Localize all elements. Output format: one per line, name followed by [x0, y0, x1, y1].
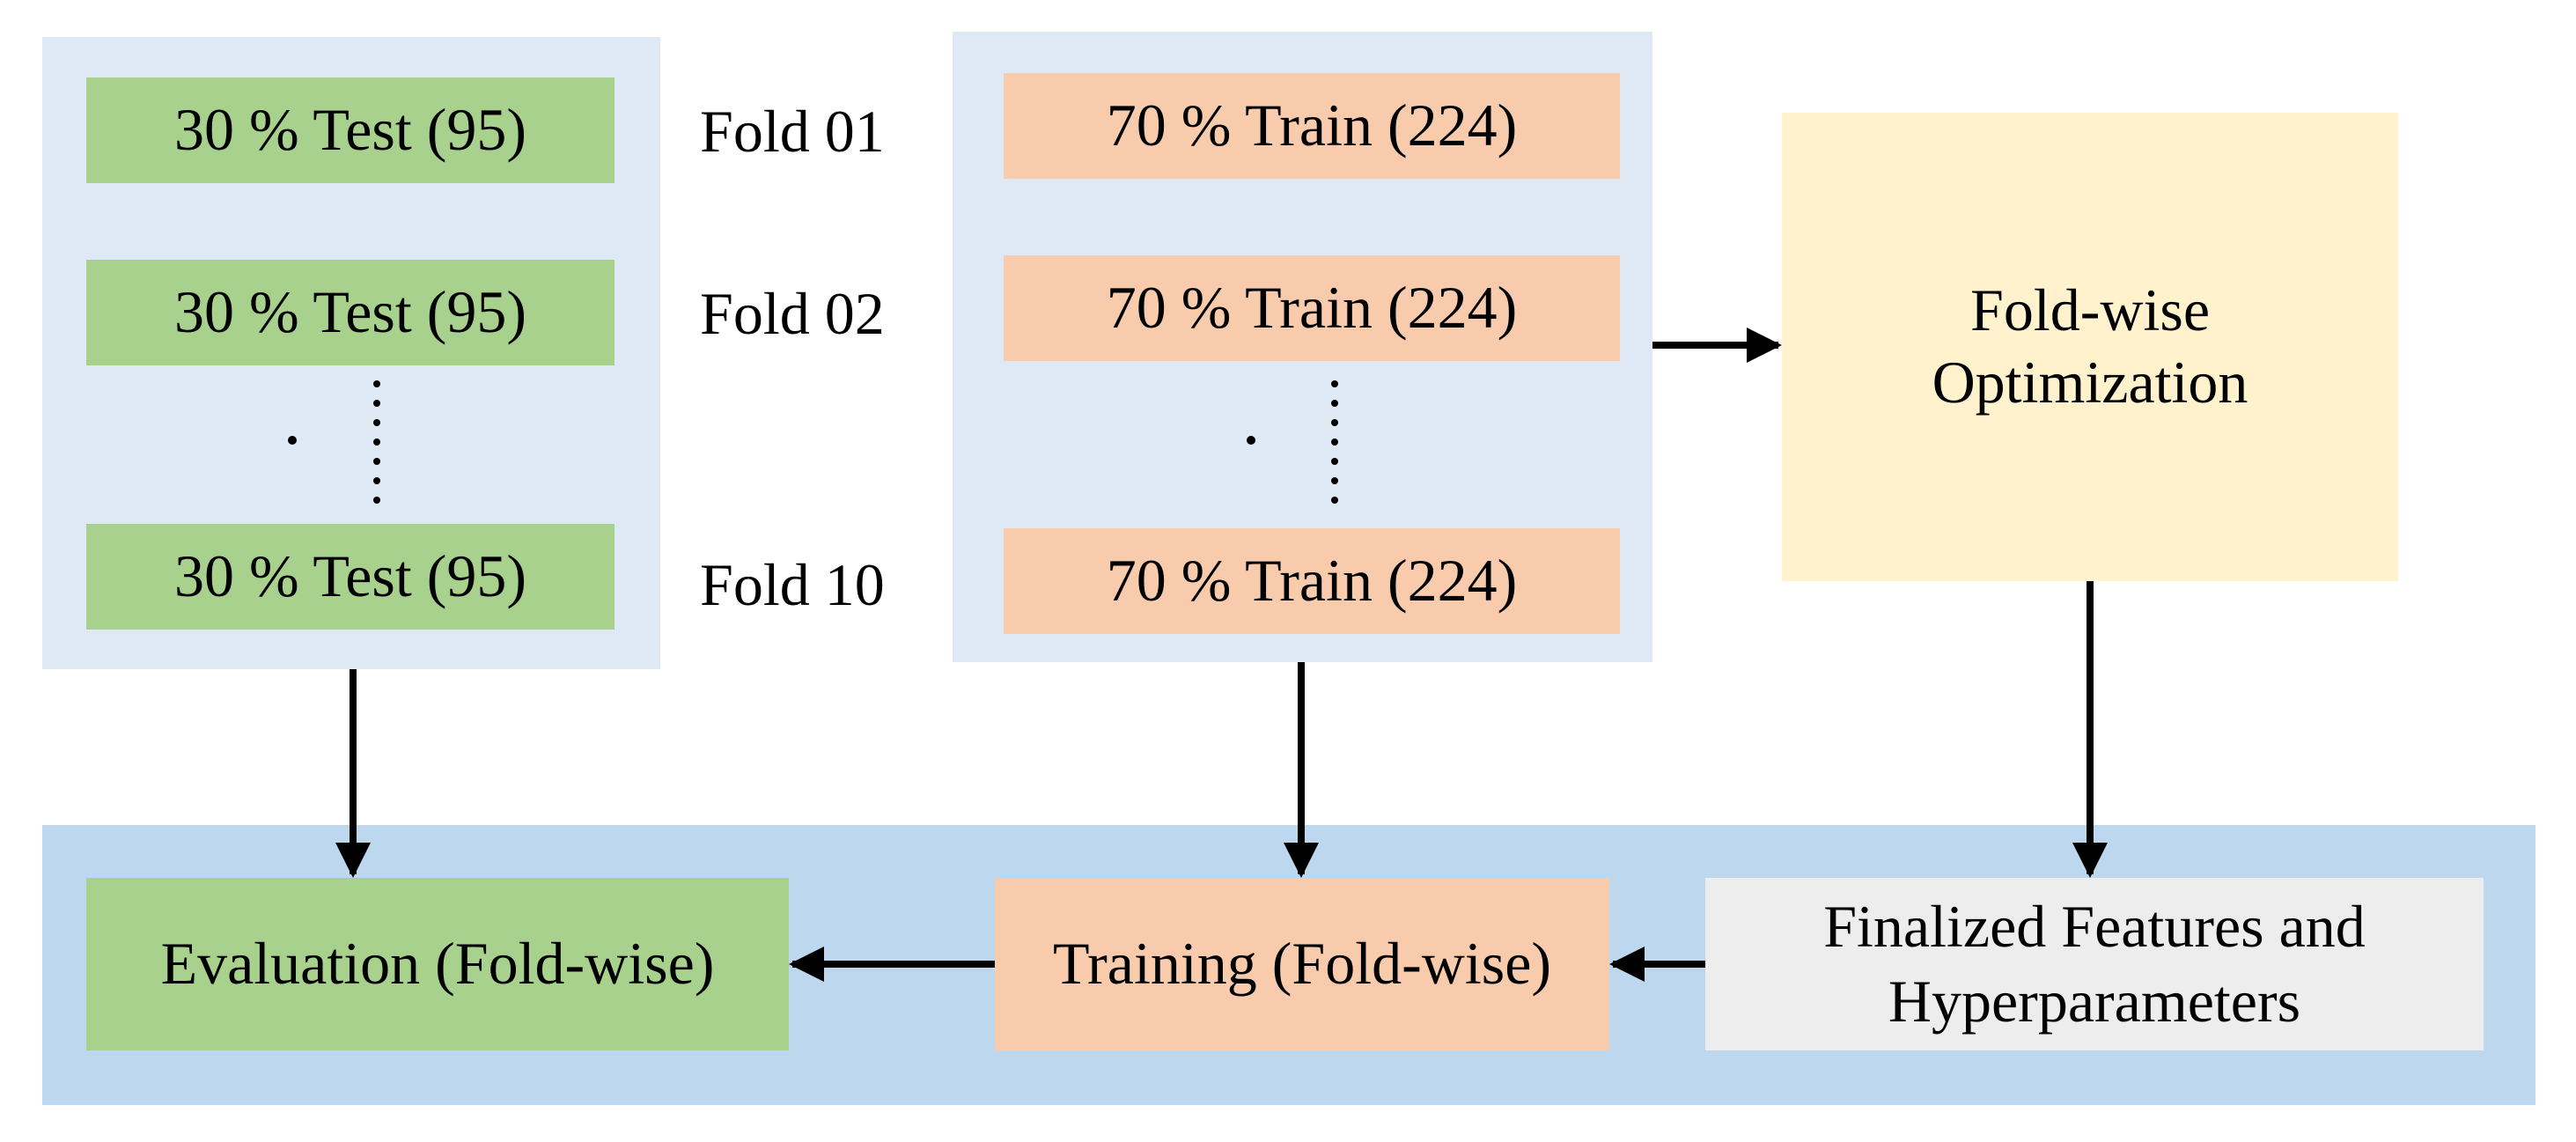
ellipsis-dots-right	[1247, 380, 1338, 504]
finalized-line1: Finalized Features and	[1823, 893, 2366, 960]
train-box-fold-02: 70 % Train (224)	[1004, 255, 1620, 361]
optimization-box: Fold-wise Optimization	[1782, 113, 2398, 581]
fold-label-01: Fold 01	[700, 98, 885, 165]
train-box-fold-01: 70 % Train (224)	[1004, 73, 1620, 179]
evaluation-box: Evaluation (Fold-wise)	[86, 878, 789, 1050]
train-box-label: 70 % Train (224)	[1106, 92, 1518, 159]
test-box-fold-10: 30 % Test (95)	[86, 524, 615, 630]
test-box-label: 30 % Test (95)	[173, 278, 527, 346]
test-box-fold-02: 30 % Test (95)	[86, 260, 615, 365]
finalized-line2: Hyperparameters	[1888, 968, 2301, 1035]
test-box-fold-01: 30 % Test (95)	[86, 77, 615, 183]
finalized-box: Finalized Features and Hyperparameters	[1705, 878, 2484, 1050]
training-label: Training (Fold-wise)	[1052, 930, 1552, 998]
test-box-label: 30 % Test (95)	[173, 96, 527, 164]
train-box-label: 70 % Train (224)	[1106, 274, 1518, 342]
fold-label-10: Fold 10	[700, 551, 885, 618]
train-box-fold-10: 70 % Train (224)	[1004, 528, 1620, 634]
test-box-label: 30 % Test (95)	[173, 542, 527, 610]
optimization-line1: Fold-wise	[1970, 276, 2210, 344]
evaluation-label: Evaluation (Fold-wise)	[160, 930, 715, 998]
ellipsis-dots-left	[288, 380, 380, 504]
training-box: Training (Fold-wise)	[995, 878, 1609, 1050]
train-box-label: 70 % Train (224)	[1106, 547, 1518, 615]
optimization-line2: Optimization	[1932, 349, 2248, 416]
fold-label-02: Fold 02	[700, 280, 885, 347]
